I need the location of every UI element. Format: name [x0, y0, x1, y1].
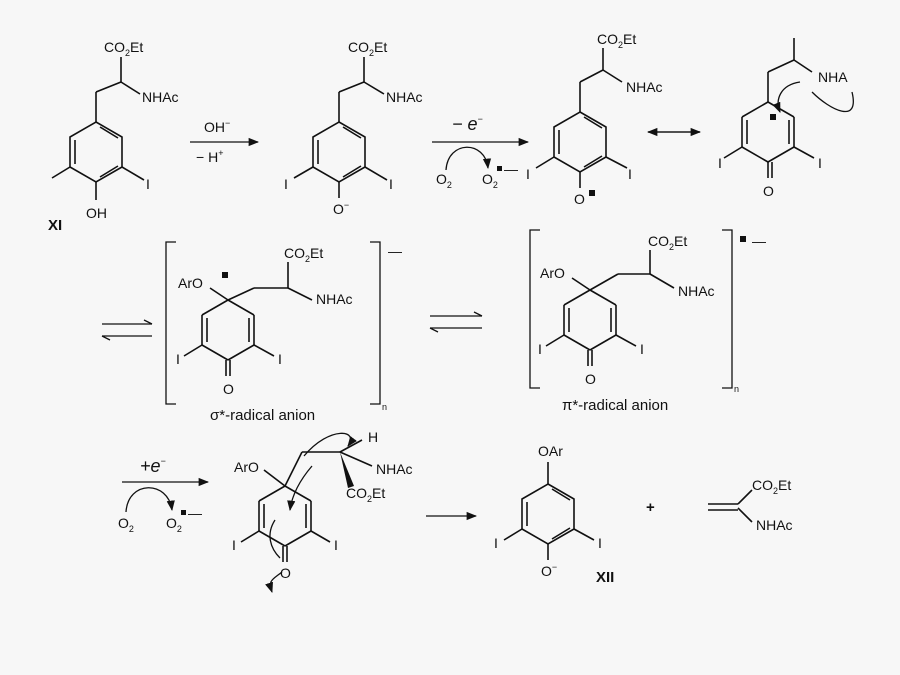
reagent-minus-proton: − H+ — [196, 148, 223, 165]
compound-xii-label: XII — [596, 569, 614, 586]
iodine-label: I — [334, 537, 338, 553]
pi-radical-anion: — n ArO CO2Et NHAc I I O π*-radical anio… — [529, 229, 766, 414]
iodine-label: I — [278, 351, 282, 367]
co2et-label: CO2Et — [284, 245, 323, 264]
iodine-label: I — [232, 537, 236, 553]
aro-label: ArO — [540, 265, 565, 281]
radical-dot — [222, 272, 228, 278]
o-label: O — [223, 381, 234, 397]
sigma-radical-anion-label: σ*-radical anion — [210, 407, 315, 424]
molecule-phenolate: CO2Et NHAc I I O− — [284, 39, 423, 217]
nhac-label: NHAc — [376, 461, 413, 477]
co2et-label: CO2Et — [348, 39, 387, 58]
iodine-label: I — [538, 341, 542, 357]
arrow-step-2: − e− O2 O2 — — [432, 114, 530, 190]
iodine-label: I — [284, 176, 288, 192]
reagent-hydroxide: OH− — [204, 118, 230, 135]
compound-xi-label: XI — [48, 217, 62, 234]
pi-radical-anion-label: π*-radical anion — [562, 397, 668, 414]
molecule-dienone-radical: NHA I I O — [718, 38, 854, 199]
radical-dot — [589, 190, 595, 196]
reagent-plus-electron: +e− — [140, 456, 166, 476]
iodine-label: I — [526, 166, 530, 182]
oar-label: OAr — [538, 443, 563, 459]
nhac-label: NHAc — [142, 89, 179, 105]
iodine-label: I — [640, 341, 644, 357]
sigma-radical-anion: — n ArO CO2Et NHAc I I O σ*-radical anio… — [165, 241, 402, 424]
bracket-charge: — — [752, 233, 766, 249]
iodine-label: I — [176, 351, 180, 367]
radical-dot — [770, 114, 776, 120]
co2et-label: CO2Et — [597, 31, 636, 50]
reagent-minus-electron: − e− — [452, 114, 483, 134]
nha-label: NHA — [818, 69, 848, 85]
arrow-step-3: +e− O2 O2 — — [118, 456, 210, 534]
charge-minus: — — [188, 505, 202, 521]
co2et-label: CO2Et — [648, 233, 687, 252]
iodine-label: I — [598, 535, 602, 551]
molecule-dehydroalanine: CO2Et NHAc — [708, 477, 793, 533]
nhac-label: NHAc — [678, 283, 715, 299]
equilibrium-arrow-middle — [429, 311, 483, 333]
aro-label: ArO — [178, 275, 203, 291]
o2-product: O2 — [166, 515, 182, 534]
o2-product: O2 — [482, 171, 498, 190]
iodine-label: I — [718, 155, 722, 171]
arrow-step-1: OH− − H+ — [190, 118, 260, 165]
bracket-charge: — — [388, 243, 402, 259]
h-label: H — [368, 429, 378, 445]
aro-label: ArO — [234, 459, 259, 475]
bracket-subscript: n — [734, 384, 739, 394]
charge-minus: — — [504, 161, 518, 177]
co2et-label: CO2Et — [346, 485, 385, 504]
o-minus-label: O− — [333, 200, 349, 217]
co2et-label: CO2Et — [752, 477, 791, 496]
o-label: O — [574, 191, 585, 207]
plus-sign: + — [646, 499, 655, 516]
o-label: O — [763, 183, 774, 199]
equilibrium-arrow-left — [101, 319, 153, 341]
molecule-xi: CO2Et NHAc I OH XI — [48, 39, 179, 234]
nhac-label: NHAc — [626, 79, 663, 95]
o-label: O — [585, 371, 596, 387]
radical-dot — [740, 236, 746, 242]
molecule-xii: OAr I I O− XII — [494, 443, 614, 586]
co2et-label: CO2Et — [104, 39, 143, 58]
oh-label: OH — [86, 205, 107, 221]
bracket-subscript: n — [382, 402, 387, 412]
o2-reagent: O2 — [118, 515, 134, 534]
o2-reagent: O2 — [436, 171, 452, 190]
radical-dot — [497, 166, 502, 171]
nhac-label: NHAc — [316, 291, 353, 307]
nhac-label: NHAc — [756, 517, 793, 533]
o-label: O — [280, 565, 291, 581]
radical-dot — [181, 510, 186, 515]
iodine-label: I — [628, 166, 632, 182]
iodine-label: I — [494, 535, 498, 551]
molecule-fragmenting-anion: ArO H NHAc CO2Et I I O — [232, 429, 413, 593]
iodine-label: I — [146, 176, 150, 192]
nhac-label: NHAc — [386, 89, 423, 105]
iodine-label: I — [389, 176, 393, 192]
molecule-phenoxy-radical: CO2Et NHAc I I O — [526, 31, 663, 207]
iodine-label: I — [818, 155, 822, 171]
o-minus-label: O− — [541, 562, 557, 579]
